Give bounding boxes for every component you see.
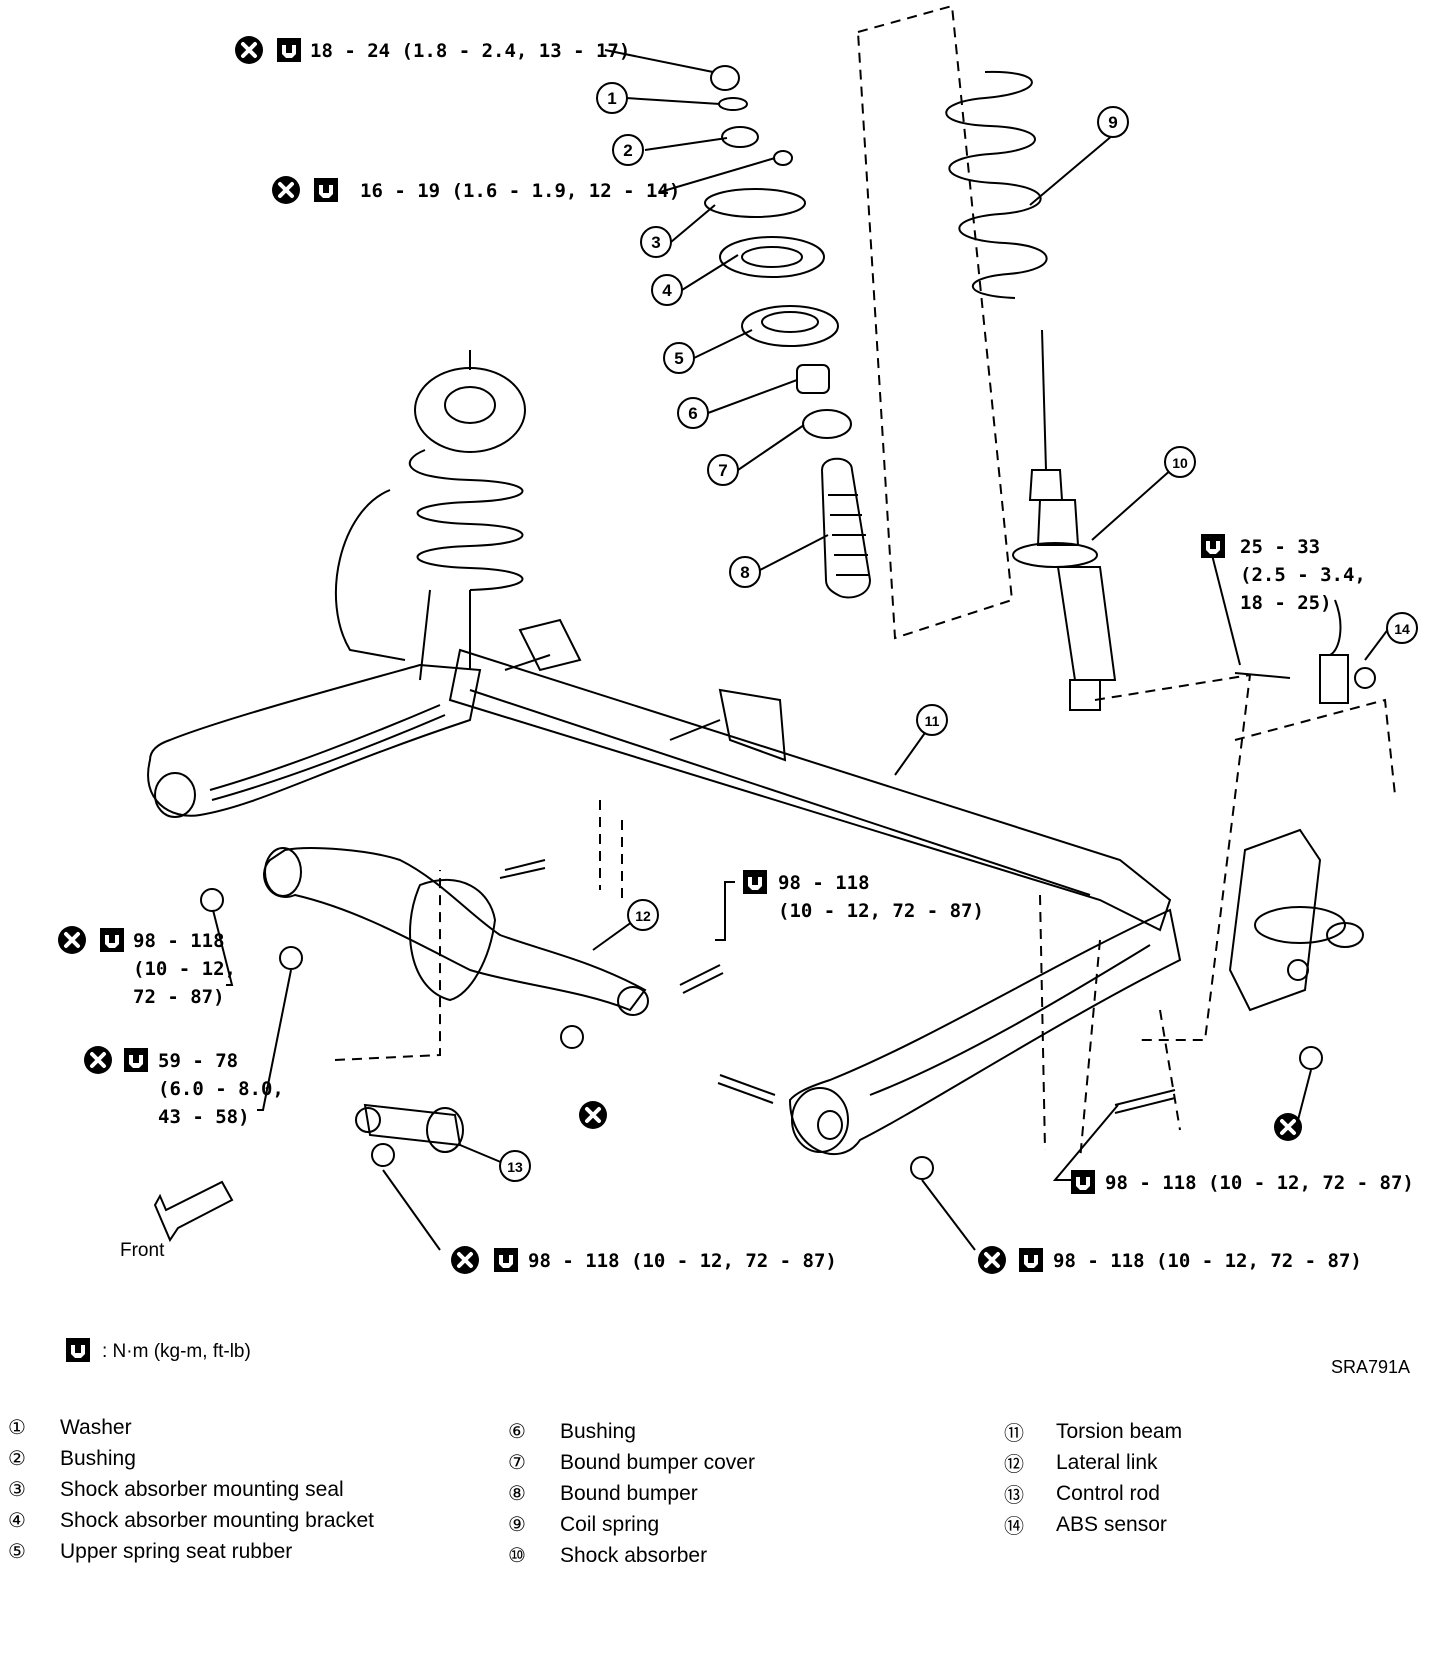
svg-text:10: 10	[1172, 455, 1188, 471]
torque-icon	[100, 928, 124, 952]
svg-text:4: 4	[662, 281, 672, 300]
callout-8: 8	[729, 556, 761, 588]
svg-text:1: 1	[607, 89, 616, 108]
callout-1: 1	[596, 82, 628, 114]
svg-text:11: 11	[925, 713, 940, 729]
torque-icon	[314, 178, 338, 202]
torque-abs-line3: 18 - 25)	[1240, 592, 1332, 614]
callout-3: 3	[640, 226, 672, 258]
torque-lateral-front-line3: 72 - 87)	[133, 986, 225, 1008]
svg-text:2: 2	[623, 141, 632, 160]
callout-10: 10	[1164, 446, 1196, 478]
torque-icon	[277, 38, 301, 62]
torque-icon	[743, 870, 767, 894]
callout-13: 13	[499, 1150, 531, 1182]
torque-control-rod-line2: (6.0 - 8.0,	[158, 1078, 284, 1100]
diagram-linework	[147, 4, 1396, 1251]
replace-mark-icon	[56, 924, 88, 956]
replace-mark-icon	[82, 1044, 114, 1076]
torque-icon	[124, 1048, 148, 1072]
figure-code: SRA791A	[1331, 1357, 1410, 1377]
torque-icon	[1071, 1170, 1095, 1194]
torque-lateral-rear-line2: (10 - 12, 72 - 87)	[778, 900, 984, 922]
callout-5: 5	[663, 342, 695, 374]
torque-lateral-front-line2: (10 - 12,	[133, 958, 236, 980]
front-arrow-icon	[153, 1180, 234, 1243]
torque-icon	[1201, 534, 1225, 558]
callout-2: 2	[612, 134, 644, 166]
svg-text:14: 14	[1394, 621, 1410, 637]
torque-top-nut: 18 - 24 (1.8 - 2.4, 13 - 17)	[310, 40, 630, 62]
torque-lateral-rear-line1: 98 - 118	[778, 872, 870, 894]
replace-mark-icon	[233, 34, 265, 66]
svg-text:12: 12	[635, 908, 651, 924]
torque-abs-line1: 25 - 33	[1240, 536, 1320, 558]
svg-text:7: 7	[718, 461, 727, 480]
callout-7: 7	[707, 454, 739, 486]
torque-bottom-left: 98 - 118 (10 - 12, 72 - 87)	[528, 1250, 837, 1272]
callout-11: 11	[916, 704, 948, 736]
svg-text:13: 13	[507, 1159, 523, 1175]
replace-mark-icon	[449, 1244, 481, 1276]
callout-9: 9	[1097, 106, 1129, 138]
torque-bottom-right: 98 - 118 (10 - 12, 72 - 87)	[1053, 1250, 1362, 1272]
svg-text:6: 6	[688, 404, 697, 423]
callout-4: 4	[651, 274, 683, 306]
torque-control-rod-line3: 43 - 58)	[158, 1106, 250, 1128]
torque-mount-nut: 16 - 19 (1.6 - 1.9, 12 - 14)	[360, 180, 680, 202]
torque-right-mid: 98 - 118 (10 - 12, 72 - 87)	[1105, 1172, 1414, 1194]
callout-12: 12	[627, 899, 659, 931]
replace-mark-icon	[270, 174, 302, 206]
callout-6: 6	[677, 397, 709, 429]
torque-lateral-front-line1: 98 - 118	[133, 930, 225, 952]
svg-text:5: 5	[674, 349, 683, 368]
callout-14: 14	[1386, 612, 1418, 644]
torque-icon	[1019, 1248, 1043, 1272]
torque-icon	[66, 1338, 90, 1362]
torque-icon	[494, 1248, 518, 1272]
torque-control-rod-line1: 59 - 78	[158, 1050, 238, 1072]
replace-mark-icon	[976, 1244, 1008, 1276]
front-label: Front	[120, 1240, 165, 1261]
torque-abs-line2: (2.5 - 3.4,	[1240, 564, 1366, 586]
replace-mark-icon	[577, 1099, 609, 1131]
replace-mark-icon	[1272, 1111, 1304, 1143]
svg-text:8: 8	[740, 563, 749, 582]
unit-note: : N·m (kg-m, ft-lb)	[102, 1341, 251, 1362]
svg-text:9: 9	[1108, 113, 1117, 132]
svg-text:3: 3	[651, 233, 660, 252]
